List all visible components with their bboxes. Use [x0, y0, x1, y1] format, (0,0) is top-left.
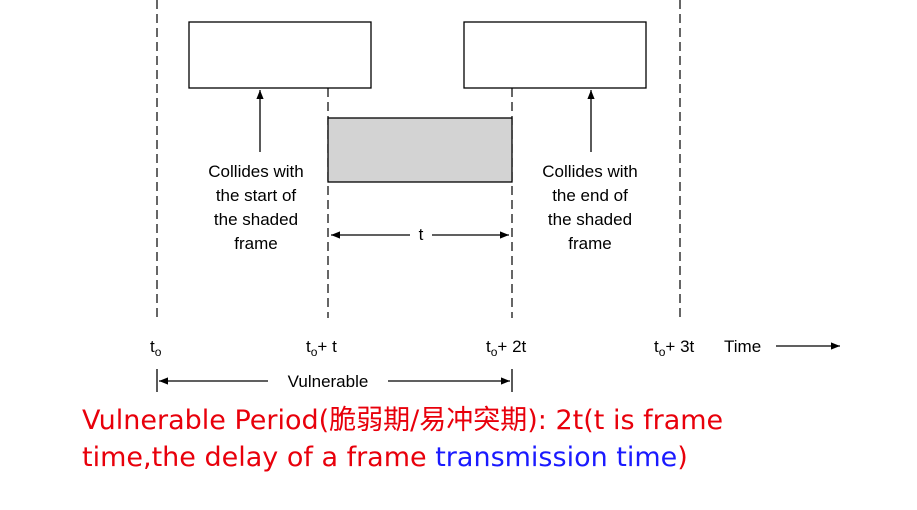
- time-axis-label: Time: [724, 337, 761, 356]
- collides-end-line-4: frame: [568, 234, 611, 253]
- caption-line-2-suffix: ): [677, 442, 688, 473]
- tick-t0-plus-t: to+ t: [306, 337, 337, 359]
- caption-line-2: time,the delay of a frame transmission t…: [82, 439, 912, 476]
- collides-start-line-2: the start of: [216, 186, 297, 205]
- collides-end-line-1: Collides with: [542, 162, 637, 181]
- vulnerable-label: Vulnerable: [288, 372, 369, 391]
- frame-box-left: [188, 21, 372, 89]
- collides-start-line-1: Collides with: [208, 162, 303, 181]
- vulnerable-period-caption: Vulnerable Period(脆弱期/易冲突期): 2t(t is fra…: [82, 402, 912, 476]
- collides-end-line-2: the end of: [552, 186, 628, 205]
- tick-t0-plus-3t: to+ 3t: [654, 337, 695, 359]
- shaded-frame: [327, 117, 513, 183]
- frame-box-right: [463, 21, 647, 89]
- caption-line-2-prefix: time,the delay of a frame: [82, 442, 436, 473]
- caption-highlight: transmission time: [435, 442, 678, 473]
- collides-start-line-4: frame: [234, 234, 277, 253]
- tick-t0: to: [150, 337, 162, 359]
- tick-t0-plus-2t: to+ 2t: [486, 337, 527, 359]
- caption-line-1: Vulnerable Period(脆弱期/易冲突期): 2t(t is fra…: [82, 405, 724, 436]
- duration-label: t: [419, 225, 424, 244]
- collides-end-line-3: the shaded: [548, 210, 632, 229]
- collides-start-line-3: the shaded: [214, 210, 298, 229]
